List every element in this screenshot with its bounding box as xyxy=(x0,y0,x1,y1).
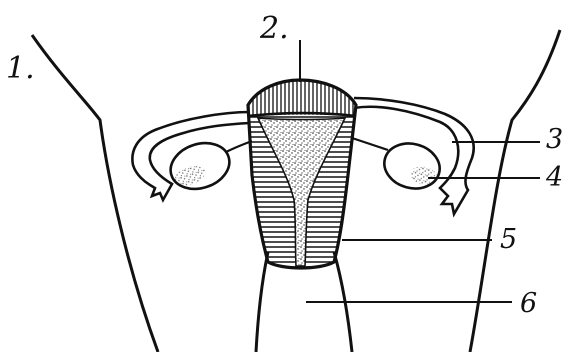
label-3: 3 xyxy=(546,124,563,155)
right-ovarian-ligament xyxy=(352,138,388,150)
left-ovary xyxy=(165,136,236,196)
label-2: 2. xyxy=(259,11,289,46)
label-6: 6 xyxy=(520,288,537,319)
left-ovarian-ligament xyxy=(226,141,252,152)
label-1: 1. xyxy=(6,51,35,86)
right-ovary xyxy=(379,138,444,195)
label-4: 4 xyxy=(545,162,563,193)
pelvic-outline-left xyxy=(32,35,158,352)
label-5: 5 xyxy=(500,224,517,255)
